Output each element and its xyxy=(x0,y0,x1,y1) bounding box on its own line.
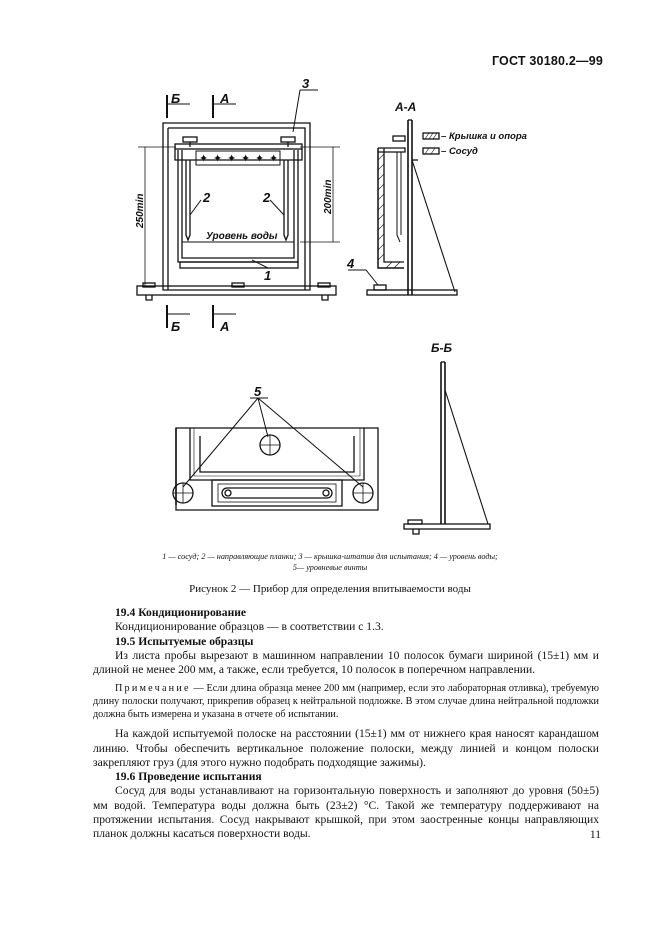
legend-lid: – Крышка и опора xyxy=(441,131,527,142)
callout-1: 1 xyxy=(264,268,271,283)
callout-5: 5 xyxy=(254,384,262,399)
svg-text:✦: ✦ xyxy=(241,153,250,165)
section-19-6-body: Сосуд для воды устанавливают на горизонт… xyxy=(93,784,599,841)
lid xyxy=(174,143,303,150)
dim-left: 250min xyxy=(135,194,146,229)
document-header: ГОСТ 30180.2—99 xyxy=(491,54,603,68)
paragraph-pencil-line: На каждой испытуемой полоске на расстоян… xyxy=(93,727,599,769)
body-text: 19.4 Кондиционирование Кондиционирование… xyxy=(93,606,599,842)
note: Примечание — Если длина образца менее 20… xyxy=(93,683,599,721)
figure-legend: 1 — сосуд; 2 — направляющие планки; 3 — … xyxy=(80,551,580,573)
section-19-4-heading: 19.4 Кондиционирование xyxy=(115,606,247,619)
base-plate xyxy=(136,285,337,296)
label-section-b-top: Б xyxy=(171,91,180,106)
dim-right: 200min xyxy=(323,180,334,215)
svg-text:✦: ✦ xyxy=(213,153,222,165)
figure-caption: Рисунок 2 — Прибор для определения впиты… xyxy=(189,583,471,595)
svg-text:✦: ✦ xyxy=(255,153,264,165)
front-frame xyxy=(162,122,311,291)
aa-base xyxy=(366,289,458,296)
apparatus-drawing: ✦ ✦ ✦ ✦ ✦ ✦ Б А Б А 3 2 2 1 4 5 Уровень … xyxy=(135,76,527,535)
guide-rail-left xyxy=(185,160,191,242)
figure-legend-line-2: 5— уровневые винты xyxy=(292,563,368,572)
callout-4: 4 xyxy=(346,256,355,271)
note-text: — Если длина образца менее 200 мм (напри… xyxy=(93,683,599,720)
label-section-a-bottom: А xyxy=(219,319,229,334)
water-level-label: Уровень воды xyxy=(206,231,278,242)
svg-text:✦: ✦ xyxy=(199,153,208,165)
page-number: 11 xyxy=(589,829,601,841)
svg-text:✦: ✦ xyxy=(227,153,236,165)
section-19-5-heading: 19.5 Испытуемые образцы xyxy=(115,634,254,648)
callout-3: 3 xyxy=(302,76,310,91)
legend-vessel: – Сосуд xyxy=(441,146,478,157)
section-19-6-heading: 19.6 Проведение испытания xyxy=(115,770,262,784)
label-section-a-top: А xyxy=(219,91,229,106)
callout-2-left: 2 xyxy=(202,190,211,205)
figure-legend-line-1: 1 — сосуд; 2 — направляющие планки; 3 — … xyxy=(162,552,498,561)
note-label: Примечание xyxy=(115,683,191,695)
view-bb-label: Б-Б xyxy=(431,341,452,355)
svg-text:✦: ✦ xyxy=(269,153,278,165)
section-19-5-body: Из листа пробы вырезают в машинном напра… xyxy=(93,648,599,677)
label-section-b-bottom: Б xyxy=(171,319,180,334)
view-aa-label: А-А xyxy=(394,100,416,114)
section-19-4-body: Кондиционирование образцов — в соответст… xyxy=(115,620,384,634)
callout-2-right: 2 xyxy=(262,190,271,205)
guide-rail-right xyxy=(283,160,289,242)
